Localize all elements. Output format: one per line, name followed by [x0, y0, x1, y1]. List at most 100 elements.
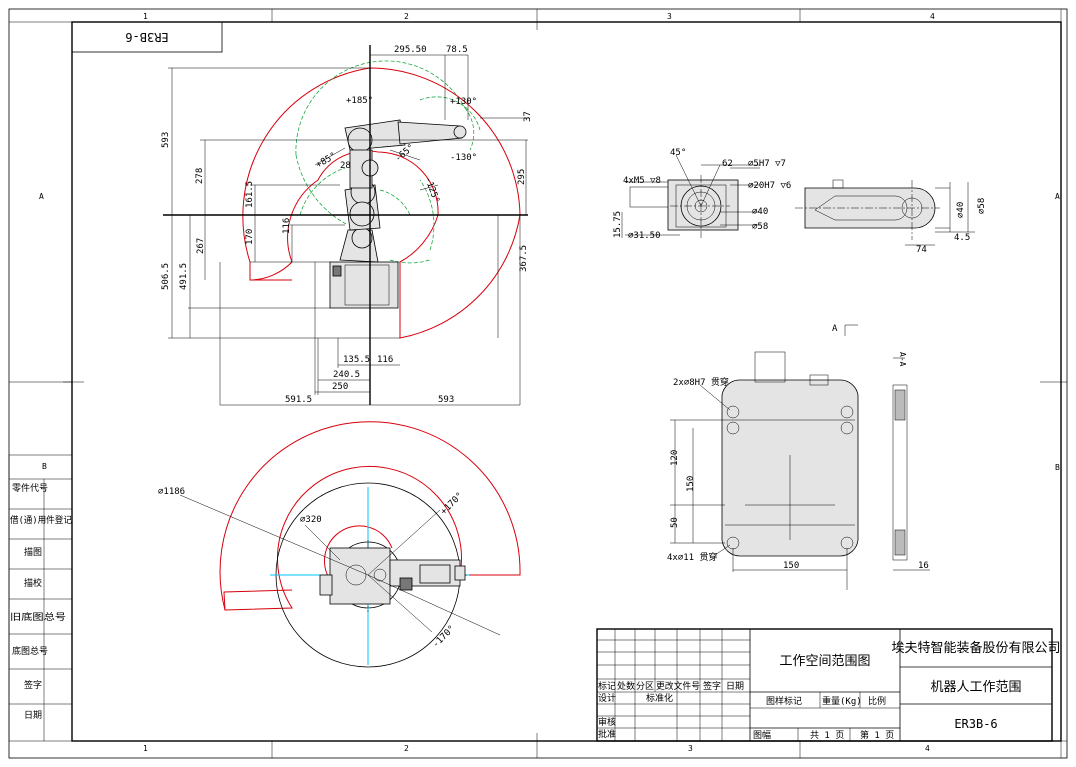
sheet-number: 第 1 页 [860, 729, 894, 741]
zone-col-2-top: 2 [404, 12, 409, 21]
standardization-label: 标准化 [646, 692, 673, 704]
drawing-title: 机器人工作范围 [930, 680, 1021, 695]
angle-plus-130: +130° [450, 97, 477, 107]
drawing-code-box: ER3B-6 [71, 21, 223, 53]
side-view-robot-arm [329, 119, 467, 309]
drawing-code-text: ER3B-6 [125, 30, 168, 44]
zone-labels: 1 2 3 4 1 2 3 4 A A B [39, 12, 1060, 753]
dim-250: 250 [332, 382, 348, 392]
dim-flange-62: 62 [722, 159, 733, 169]
revision-col-signature: 签字 [703, 680, 721, 692]
dim-267: 267 [196, 238, 206, 254]
sheet-size-label: 图幅 [753, 729, 771, 741]
dim-240-5: 240.5 [333, 370, 360, 380]
zone-col-2-bottom: 2 [404, 744, 409, 753]
zone-col-3-bottom: 3 [688, 744, 693, 753]
dim-135-5: 135.5 [343, 355, 370, 365]
total-sheets: 共 1 页 [810, 730, 844, 741]
left-label-date: 日期 [24, 710, 42, 721]
top-view-robot-arm [319, 547, 466, 605]
dim-491-5: 491.5 [179, 263, 189, 290]
base-view: 2x⌀8H7 贯穿 120 150 50 4x⌀11 贯穿 150 A A-A … [667, 324, 930, 590]
left-column-table: B 零件代号 借(通)用件登记 描图 描校 旧底图总号 底图总号 签字 日期 [8, 454, 73, 742]
dim-flange-5h7: ⌀5H7 ▽7 [748, 159, 786, 169]
left-label-borrowed: 借(通)用件登记 [10, 514, 72, 526]
dim-367-5: 367.5 [519, 245, 529, 272]
zone-row-a-left: A [39, 192, 44, 201]
designer-label: 设计 [598, 692, 616, 704]
left-label-old-base-no: 旧底图总号 [10, 611, 66, 623]
dim-flange-58: ⌀58 [752, 222, 768, 232]
revision-col-mark: 标记 [598, 680, 616, 692]
dim-base-150-horizontal: 150 [783, 561, 799, 571]
angle-plus-185: +185° [346, 96, 373, 106]
dim-37: 37 [523, 111, 533, 122]
company-name: 埃夫特智能装备股份有限公司 [891, 640, 1060, 656]
dim-506-5: 506.5 [161, 263, 171, 290]
dim-flange-31-50: ⌀31.50 [628, 231, 661, 241]
dim-arm-74: 74 [916, 245, 927, 255]
dim-28: 28 [340, 161, 351, 171]
dim-base-4x11: 4x⌀11 贯穿 [667, 551, 718, 563]
dim-flange-40: ⌀40 [752, 207, 768, 217]
angle-plus-170: +170° [439, 491, 465, 517]
scale-label: 比例 [868, 695, 886, 707]
dim-78-5: 78.5 [446, 45, 468, 55]
dim-diameter-1186: ⌀1186 [158, 487, 185, 497]
dim-593-horizontal: 593 [438, 395, 454, 405]
arm-end-view: ⌀40 ⌀58 74 4.5 [795, 179, 987, 255]
dim-flange-20h7: ⌀20H7 ▽6 [748, 181, 791, 191]
left-label-part-code: 零件代号 [12, 482, 48, 494]
dim-295-50: 295.50 [394, 45, 427, 55]
top-view-red-envelope [219, 421, 521, 611]
left-label-tracing: 描图 [24, 546, 42, 558]
left-label-signature: 签字 [24, 679, 42, 691]
view-marker-a: A [832, 324, 838, 334]
dim-flange-45: 45° [670, 148, 686, 158]
dim-593-vertical: 593 [161, 132, 171, 148]
side-view-green-arc-outer [295, 60, 466, 156]
dim-flange-4xm5: 4xM5 ▽8 [623, 176, 661, 186]
left-column-header: B [42, 462, 47, 471]
angle-minus-130: -130° [450, 153, 477, 163]
left-label-trace-check: 描校 [24, 577, 42, 589]
dim-base-2x8h7: 2x⌀8H7 贯穿 [673, 376, 729, 388]
zone-col-3-top: 3 [667, 12, 672, 21]
zone-row-b-right: B [1055, 463, 1060, 472]
dim-flange-15-75: 15.75 [613, 211, 623, 238]
weight-label: 重量(Kg) [822, 695, 862, 707]
dim-base-50: 50 [670, 517, 680, 528]
zone-col-1-bottom: 1 [143, 744, 148, 753]
dim-arm-58: ⌀58 [977, 198, 987, 214]
side-view: 295.50 78.5 37 593 278 161.5 170 116 267… [161, 45, 533, 406]
left-label-base-no: 底图总号 [12, 645, 48, 657]
revision-col-zone: 分区 [636, 681, 654, 692]
approver-label: 批准 [598, 728, 616, 740]
revision-col-count: 处数 [617, 680, 635, 692]
dim-116-vertical: 116 [282, 218, 292, 234]
revision-col-date: 日期 [726, 681, 744, 692]
dim-base-120: 120 [670, 450, 680, 466]
angle-minus-170: -170° [431, 624, 457, 650]
dim-arm-40: ⌀40 [956, 202, 966, 218]
checker-label: 审核 [598, 716, 616, 728]
drawing-code: ER3B-6 [954, 717, 997, 731]
flange-view: 45° 62 ⌀5H7 ▽7 4xM5 ▽8 ⌀20H7 ▽6 ⌀40 ⌀58 … [613, 148, 791, 241]
dim-diameter-320: ⌀320 [300, 515, 322, 525]
zone-row-a-right: A [1055, 192, 1060, 201]
angle-minus-125: -125° [422, 176, 441, 205]
drawing-name: 工作空间范围图 [779, 654, 870, 669]
dim-116-horizontal: 116 [377, 355, 393, 365]
stage-mark-label: 图样标记 [766, 695, 802, 707]
zone-col-4-bottom: 4 [925, 744, 930, 753]
revision-col-change-doc: 更改文件号 [656, 680, 700, 692]
dim-base-150-vertical: 150 [686, 476, 696, 492]
dim-arm-4-5: 4.5 [954, 233, 970, 243]
dim-170: 170 [245, 229, 255, 245]
zone-col-4-top: 4 [930, 12, 935, 21]
zone-col-1-top: 1 [143, 12, 148, 21]
dim-591-5: 591.5 [285, 395, 312, 405]
title-block: 标记 处数 分区 更改文件号 签字 日期 设计 标准化 审核 批准 工作空间范围… [596, 628, 1061, 742]
dim-295-right: 295 [517, 169, 527, 185]
